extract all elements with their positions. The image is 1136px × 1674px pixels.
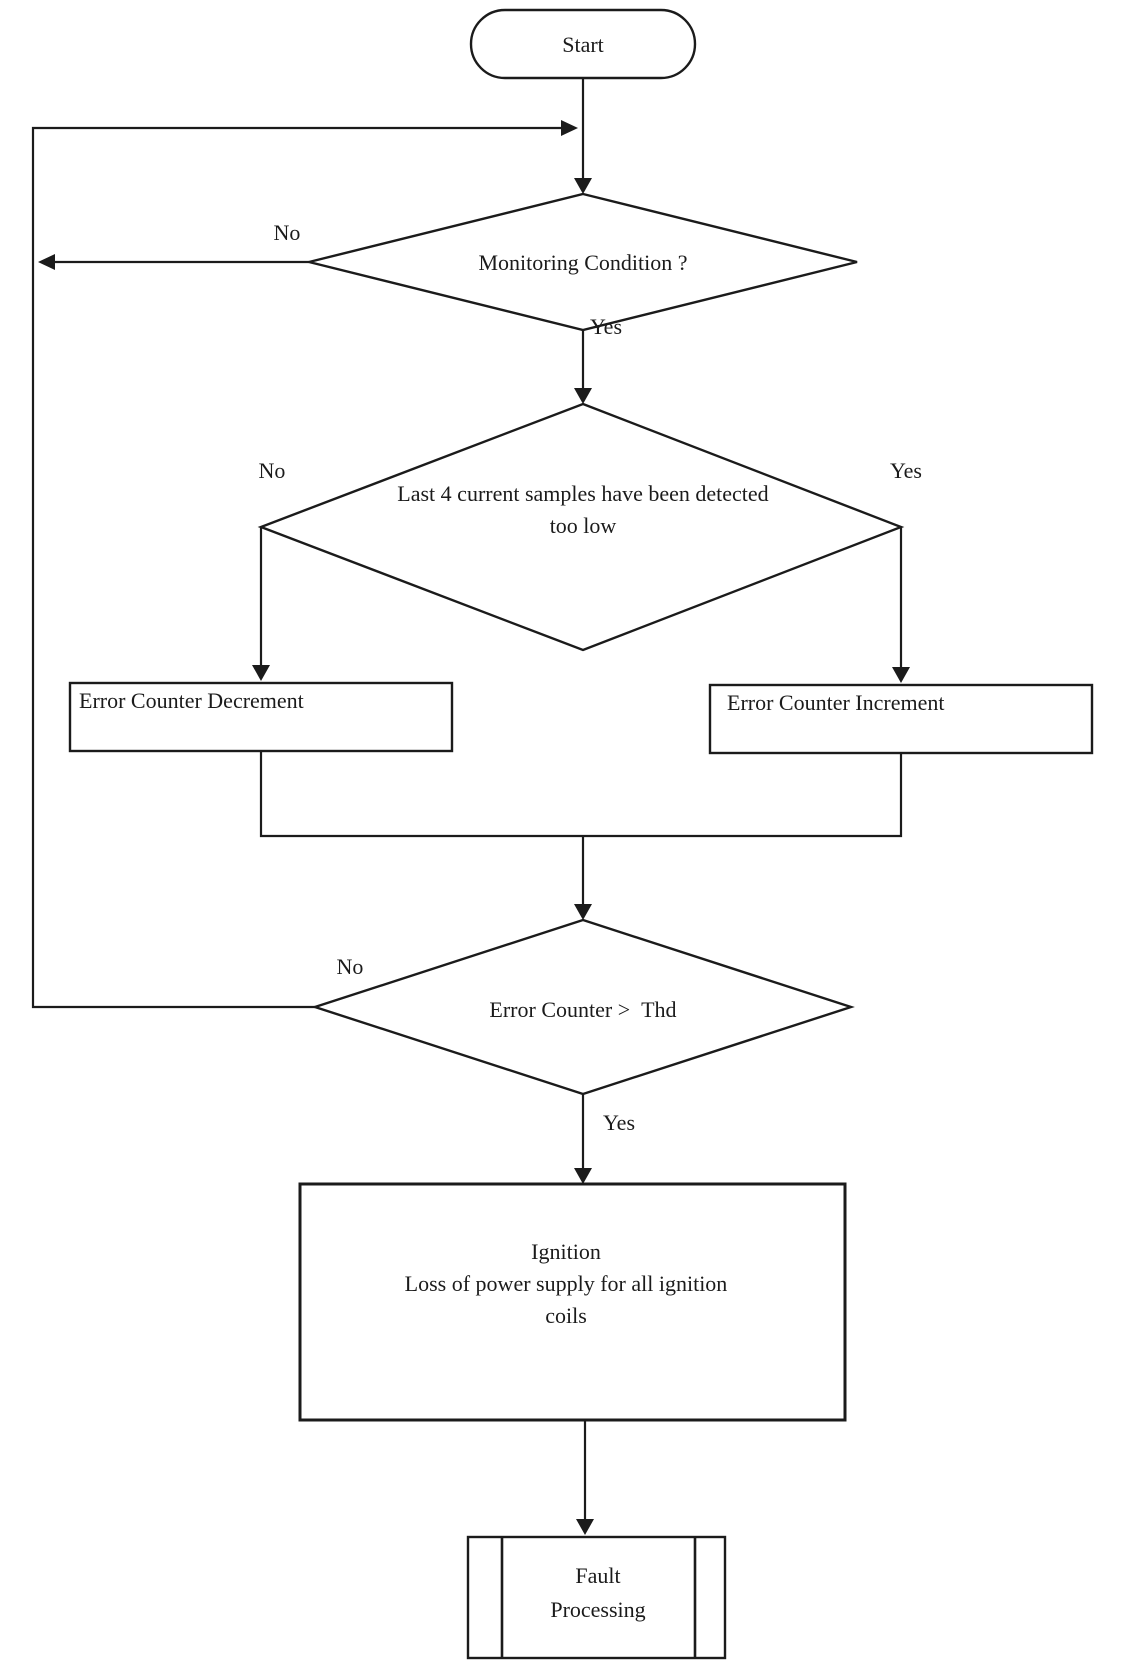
- edge-samples-yes: [892, 527, 910, 683]
- monitoring-decision-shape: [308, 192, 858, 332]
- branch-label-monitoring-no: No: [274, 220, 301, 245]
- arrow-down-icon: [574, 388, 592, 404]
- node-ignition: Ignition Loss of power supply for all ig…: [298, 1182, 847, 1422]
- ignition-label-line2: Loss of power supply for all ignition: [405, 1271, 728, 1296]
- edge-threshold-yes: [574, 1094, 592, 1184]
- node-error-counter-decrement: Error Counter Decrement: [68, 681, 454, 753]
- decrement-process-shape: [68, 681, 454, 753]
- ignition-label-line3: coils: [545, 1303, 587, 1328]
- arrow-down-icon: [574, 904, 592, 920]
- edge-join-to-threshold: [259, 751, 903, 920]
- ignition-process-shape: [298, 1182, 847, 1422]
- threshold-decision-shape: [311, 918, 855, 1096]
- decrement-label: Error Counter Decrement: [79, 688, 304, 713]
- branch-label-monitoring-yes: Yes: [590, 314, 622, 339]
- samples-label-line2: too low: [550, 513, 617, 538]
- arrow-down-icon: [574, 1168, 592, 1184]
- edge-start-to-monitoring: [574, 78, 592, 194]
- threshold-label: Error Counter > Thd: [489, 997, 676, 1022]
- node-start: Start: [469, 8, 697, 80]
- edge-join-line: [259, 751, 903, 838]
- arrow-down-icon: [576, 1519, 594, 1535]
- edge-samples-no: [252, 527, 270, 681]
- arrow-down-icon: [252, 665, 270, 681]
- arrow-down-icon: [892, 667, 910, 683]
- branch-label-samples-no: No: [259, 458, 286, 483]
- start-label: Start: [562, 32, 604, 57]
- edge-ignition-to-fault: [576, 1420, 594, 1535]
- branch-label-threshold-yes: Yes: [603, 1110, 635, 1135]
- increment-label: Error Counter Increment: [727, 690, 944, 715]
- fault-label-line2: Processing: [550, 1597, 645, 1622]
- start-terminator-shape: [469, 8, 697, 80]
- increment-process-shape: [708, 683, 1094, 755]
- node-samples-low: Last 4 current samples have been detecte…: [257, 402, 905, 652]
- edge-feedback-rail: [31, 120, 578, 1009]
- samples-label-line1: Last 4 current samples have been detecte…: [397, 481, 768, 506]
- samples-decision-shape: [257, 402, 905, 652]
- edge-line: [31, 126, 562, 1009]
- monitoring-label: Monitoring Condition ?: [479, 250, 688, 275]
- fault-process-shape: [466, 1535, 727, 1660]
- node-monitoring-condition: Monitoring Condition ?: [308, 192, 858, 332]
- arrow-right-icon: [561, 120, 578, 136]
- node-error-counter-threshold: Error Counter > Thd: [311, 918, 855, 1096]
- ignition-label-line1: Ignition: [531, 1239, 601, 1264]
- branch-label-threshold-no: No: [337, 954, 364, 979]
- fault-label-line1: Fault: [575, 1563, 620, 1588]
- node-error-counter-increment: Error Counter Increment: [708, 683, 1094, 755]
- arrow-left-icon: [38, 254, 55, 270]
- arrow-down-icon: [574, 178, 592, 194]
- edge-monitoring-yes: [574, 330, 592, 404]
- branch-label-samples-yes: Yes: [890, 458, 922, 483]
- edge-monitoring-no: [38, 254, 309, 270]
- node-fault-processing: Fault Processing: [466, 1535, 727, 1660]
